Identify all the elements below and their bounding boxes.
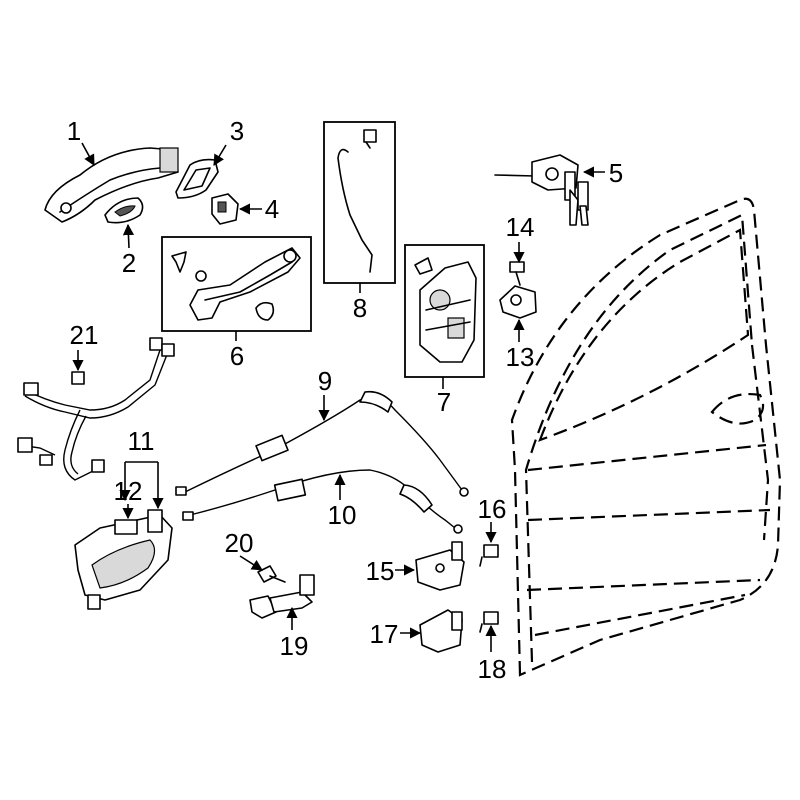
striker-part bbox=[499, 285, 537, 319]
callout-16: 16 bbox=[478, 494, 507, 524]
callout-9: 9 bbox=[318, 366, 332, 396]
callout-19: 19 bbox=[280, 631, 309, 661]
callout-2: 2 bbox=[122, 248, 136, 278]
lock-cylinder-part bbox=[494, 154, 589, 226]
wiring-harness-part bbox=[17, 337, 175, 481]
callout-labels: 1 2 3 4 5 6 7 8 9 10 11 12 13 14 15 16 1… bbox=[67, 116, 623, 684]
callout-5: 5 bbox=[609, 158, 623, 188]
outside-handle-part bbox=[44, 147, 179, 223]
door-check-part bbox=[249, 574, 315, 619]
callout-6: 6 bbox=[230, 341, 244, 371]
gasket-part bbox=[175, 158, 219, 199]
cable-9-part bbox=[175, 390, 469, 497]
leader-lines bbox=[72, 142, 605, 652]
door-shell bbox=[510, 197, 782, 677]
bolt-16-part bbox=[479, 544, 499, 567]
callout-1: 1 bbox=[67, 116, 81, 146]
door-latch-part bbox=[414, 257, 477, 363]
callout-21: 21 bbox=[70, 320, 99, 350]
screw-part bbox=[509, 261, 525, 286]
part-8-box bbox=[323, 121, 396, 284]
callout-18: 18 bbox=[478, 654, 507, 684]
callout-4: 4 bbox=[265, 194, 279, 224]
handle-frame-part bbox=[171, 247, 301, 321]
hinge-lower-part bbox=[419, 609, 463, 653]
bolt-20-part bbox=[257, 565, 286, 583]
callout-13: 13 bbox=[506, 342, 535, 372]
inside-handle-part bbox=[74, 509, 173, 610]
bracket-part bbox=[211, 193, 239, 225]
hinge-upper-part bbox=[415, 541, 465, 591]
callout-8: 8 bbox=[353, 293, 367, 323]
callout-20: 20 bbox=[225, 528, 254, 558]
cable-10-part bbox=[182, 469, 463, 534]
handle-cap-part bbox=[104, 197, 144, 224]
callout-14: 14 bbox=[506, 212, 535, 242]
callout-3: 3 bbox=[230, 116, 244, 146]
callout-11: 11 bbox=[128, 426, 155, 456]
callout-7: 7 bbox=[437, 387, 451, 417]
callout-10: 10 bbox=[328, 500, 357, 530]
callout-17: 17 bbox=[370, 619, 399, 649]
callout-12: 12 bbox=[114, 476, 143, 506]
bolt-18-part bbox=[479, 611, 499, 633]
callout-15: 15 bbox=[366, 556, 395, 586]
part-7-box bbox=[404, 244, 485, 378]
lock-rod-part bbox=[337, 129, 377, 273]
